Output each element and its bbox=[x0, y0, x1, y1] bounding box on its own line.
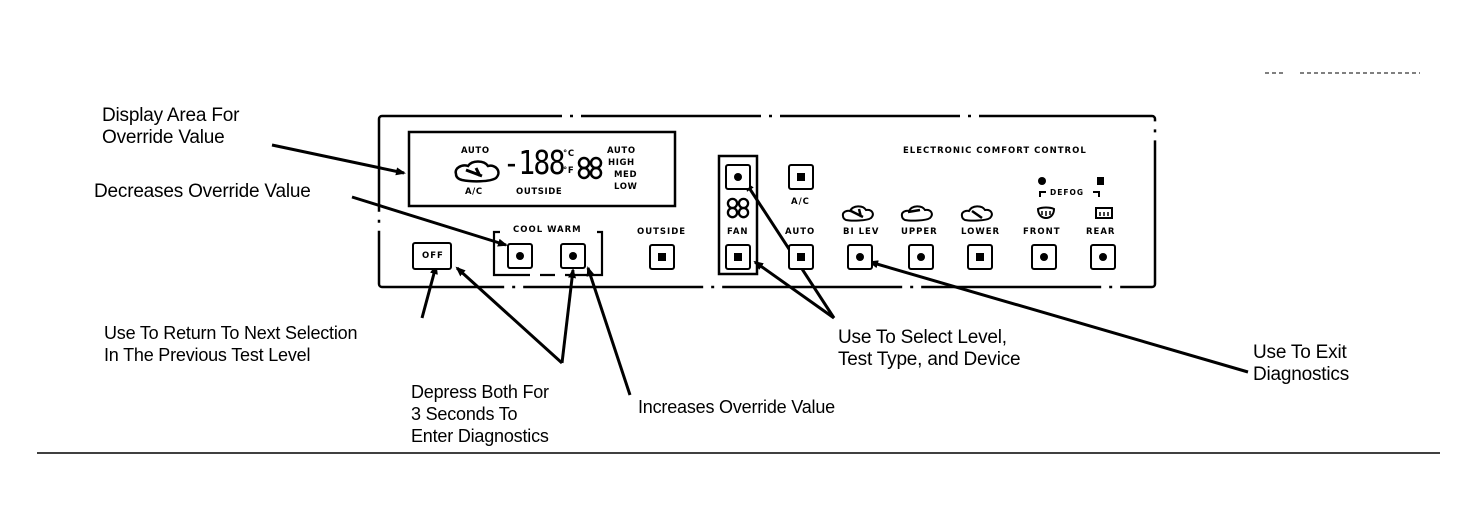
auto-button[interactable] bbox=[788, 244, 814, 270]
bilevel-car-icon bbox=[841, 203, 875, 228]
upper-car-icon bbox=[900, 203, 934, 228]
bilevel-button[interactable] bbox=[847, 244, 873, 270]
button-dot bbox=[516, 252, 524, 260]
callout-select-level: Use To Select Level, Test Type, and Devi… bbox=[838, 327, 1021, 371]
arrow-select-bottom bbox=[753, 260, 835, 320]
arrow-increases bbox=[586, 266, 632, 396]
fan-down-button[interactable] bbox=[725, 244, 751, 270]
fan-up-button[interactable] bbox=[725, 164, 751, 190]
arrow-display bbox=[271, 143, 406, 176]
display-outside: OUTSIDE bbox=[516, 187, 563, 197]
cool-warm-label: COOL WARM bbox=[513, 225, 582, 235]
arrow-depress-warm bbox=[560, 268, 577, 364]
callout-line: Depress Both For bbox=[411, 382, 549, 402]
fan-group-outline bbox=[717, 154, 759, 276]
lower-car-icon bbox=[960, 203, 994, 228]
button-square bbox=[734, 253, 742, 261]
callout-line: Use To Select Level, bbox=[838, 327, 1007, 348]
fan-icon bbox=[577, 156, 603, 185]
display-temperature: -188 bbox=[503, 143, 565, 182]
fan-label: FAN bbox=[727, 227, 749, 237]
callout-line: Decreases Override Value bbox=[94, 181, 311, 202]
front-label: FRONT bbox=[1023, 227, 1061, 237]
button-square bbox=[976, 253, 984, 261]
fan-icon bbox=[726, 197, 750, 224]
rear-label: REAR bbox=[1086, 227, 1116, 237]
callout-line: Test Type, and Device bbox=[838, 349, 1021, 370]
defog-bracket bbox=[1039, 191, 1100, 197]
defog-front-indicator-icon bbox=[1038, 177, 1046, 185]
display-mode-ac: A/C bbox=[465, 187, 483, 197]
button-square bbox=[797, 253, 805, 261]
outside-label: OUTSIDE bbox=[637, 227, 687, 237]
off-button-label: OFF bbox=[422, 251, 444, 261]
callout-line: Override Value bbox=[102, 127, 225, 148]
callout-display-area: Display Area For Override Value bbox=[102, 105, 239, 149]
display-fan-level-low: LOW bbox=[614, 182, 638, 192]
arrow-depress-off bbox=[455, 266, 564, 365]
display-fan-level-med: MED bbox=[614, 170, 638, 180]
display-mode-auto: AUTO bbox=[461, 146, 490, 156]
button-dot bbox=[734, 173, 742, 181]
front-defog-button[interactable] bbox=[1031, 244, 1057, 270]
display-fan-level-auto: AUTO bbox=[607, 146, 636, 156]
bilevel-label: BI LEV bbox=[843, 227, 880, 237]
outside-button[interactable] bbox=[649, 244, 675, 270]
display-fan-level-high: HIGH bbox=[608, 158, 635, 168]
cool-button[interactable] bbox=[507, 243, 533, 269]
control-panel-outline bbox=[377, 114, 1157, 289]
ac-label: A/C bbox=[791, 197, 810, 207]
callout-line: Enter Diagnostics bbox=[411, 426, 549, 446]
callout-line: Use To Return To Next Selection bbox=[104, 323, 358, 343]
lower-button[interactable] bbox=[967, 244, 993, 270]
button-square bbox=[797, 173, 805, 181]
cool-warm-bracket bbox=[492, 230, 604, 277]
callout-line: Use To Exit bbox=[1253, 342, 1347, 363]
rear-defog-icon bbox=[1094, 206, 1114, 225]
defog-rear-indicator-icon bbox=[1097, 177, 1104, 185]
defog-label: DEFOG bbox=[1050, 188, 1085, 197]
button-square bbox=[658, 253, 666, 261]
arrow-exit bbox=[868, 260, 1249, 374]
button-dot bbox=[1040, 253, 1048, 261]
button-dot bbox=[917, 253, 925, 261]
arrow-return bbox=[420, 264, 438, 319]
callout-increases: Increases Override Value bbox=[638, 396, 835, 418]
upper-button[interactable] bbox=[908, 244, 934, 270]
lower-label: LOWER bbox=[961, 227, 1001, 237]
callout-line: Increases Override Value bbox=[638, 397, 835, 417]
callout-decreases: Decreases Override Value bbox=[94, 181, 311, 203]
callout-line: In The Previous Test Level bbox=[104, 345, 311, 365]
button-dot bbox=[856, 253, 864, 261]
display-unit-f: °F bbox=[563, 166, 575, 176]
off-button[interactable]: OFF bbox=[412, 242, 452, 270]
rear-defog-button[interactable] bbox=[1090, 244, 1116, 270]
callout-line: Display Area For bbox=[102, 105, 240, 126]
upper-label: UPPER bbox=[901, 227, 938, 237]
button-dot bbox=[569, 252, 577, 260]
panel-title: ELECTRONIC COMFORT CONTROL bbox=[903, 146, 1087, 156]
warm-button[interactable] bbox=[560, 243, 586, 269]
car-airflow-icon bbox=[452, 158, 502, 191]
display-unit-c: °C bbox=[563, 149, 575, 159]
front-defog-icon bbox=[1036, 206, 1056, 225]
callout-return: Use To Return To Next Selection In The P… bbox=[104, 322, 357, 366]
callout-line: Diagnostics bbox=[1253, 364, 1350, 385]
callout-line: 3 Seconds To bbox=[411, 404, 518, 424]
display-window-outline bbox=[407, 130, 677, 208]
auto-label: AUTO bbox=[785, 227, 816, 237]
ac-button[interactable] bbox=[788, 164, 814, 190]
callout-depress-both: Depress Both For 3 Seconds To Enter Diag… bbox=[411, 381, 549, 447]
button-dot bbox=[1099, 253, 1107, 261]
callout-exit: Use To Exit Diagnostics bbox=[1253, 342, 1349, 386]
arrow-decreases bbox=[351, 195, 508, 247]
